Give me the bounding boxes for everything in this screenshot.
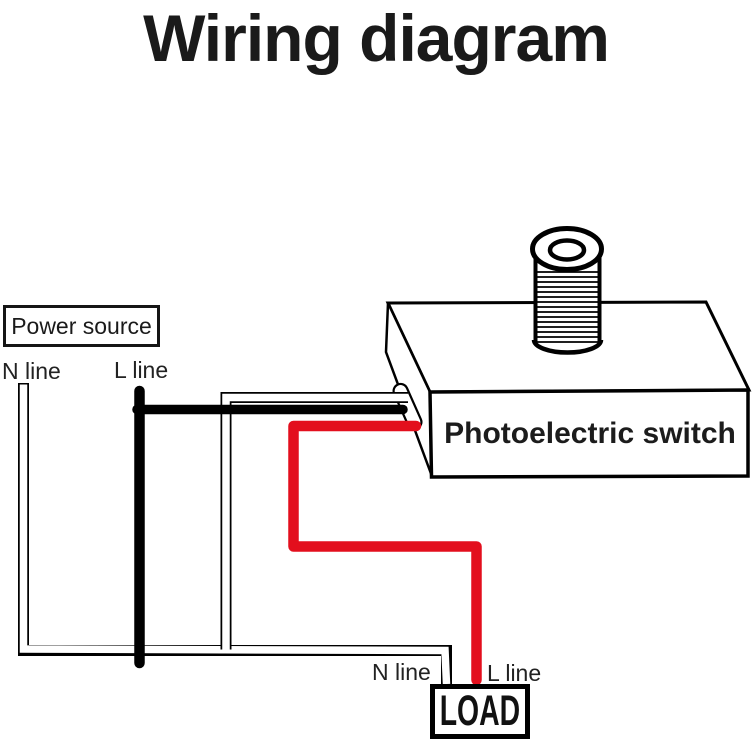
sensor-cylinder [530, 226, 604, 355]
n-wire-core [19, 384, 451, 685]
page-title: Wiring diagram [143, 1, 610, 75]
switch-front-face [428, 388, 750, 479]
load-l-line-label: L line [487, 660, 542, 686]
photoelectric-switch-box [384, 300, 752, 479]
power-l-line-label: L line [114, 357, 169, 383]
photoelectric-switch-label: Photoelectric switch [444, 417, 736, 450]
n-wire-switch-branch [220, 392, 408, 650]
load-label: LOAD [439, 687, 521, 735]
n-wire-power-to-load [18, 383, 452, 685]
cylinder-bottom-arc [531, 339, 604, 355]
l-wire-black [132, 385, 408, 669]
cylinder-hole [547, 238, 587, 262]
power-n-line-label: N line [2, 358, 61, 384]
n-branch-outline [220, 392, 408, 650]
switched-l-wire-red [288, 420, 482, 686]
n-branch-core [222, 393, 408, 650]
load-n-line-label: N line [372, 659, 431, 685]
cylinder-threads [534, 271, 601, 343]
load-box: LOAD [430, 684, 530, 739]
power-source-label: Power source [11, 312, 152, 339]
power-source-box: Power source [3, 305, 160, 347]
